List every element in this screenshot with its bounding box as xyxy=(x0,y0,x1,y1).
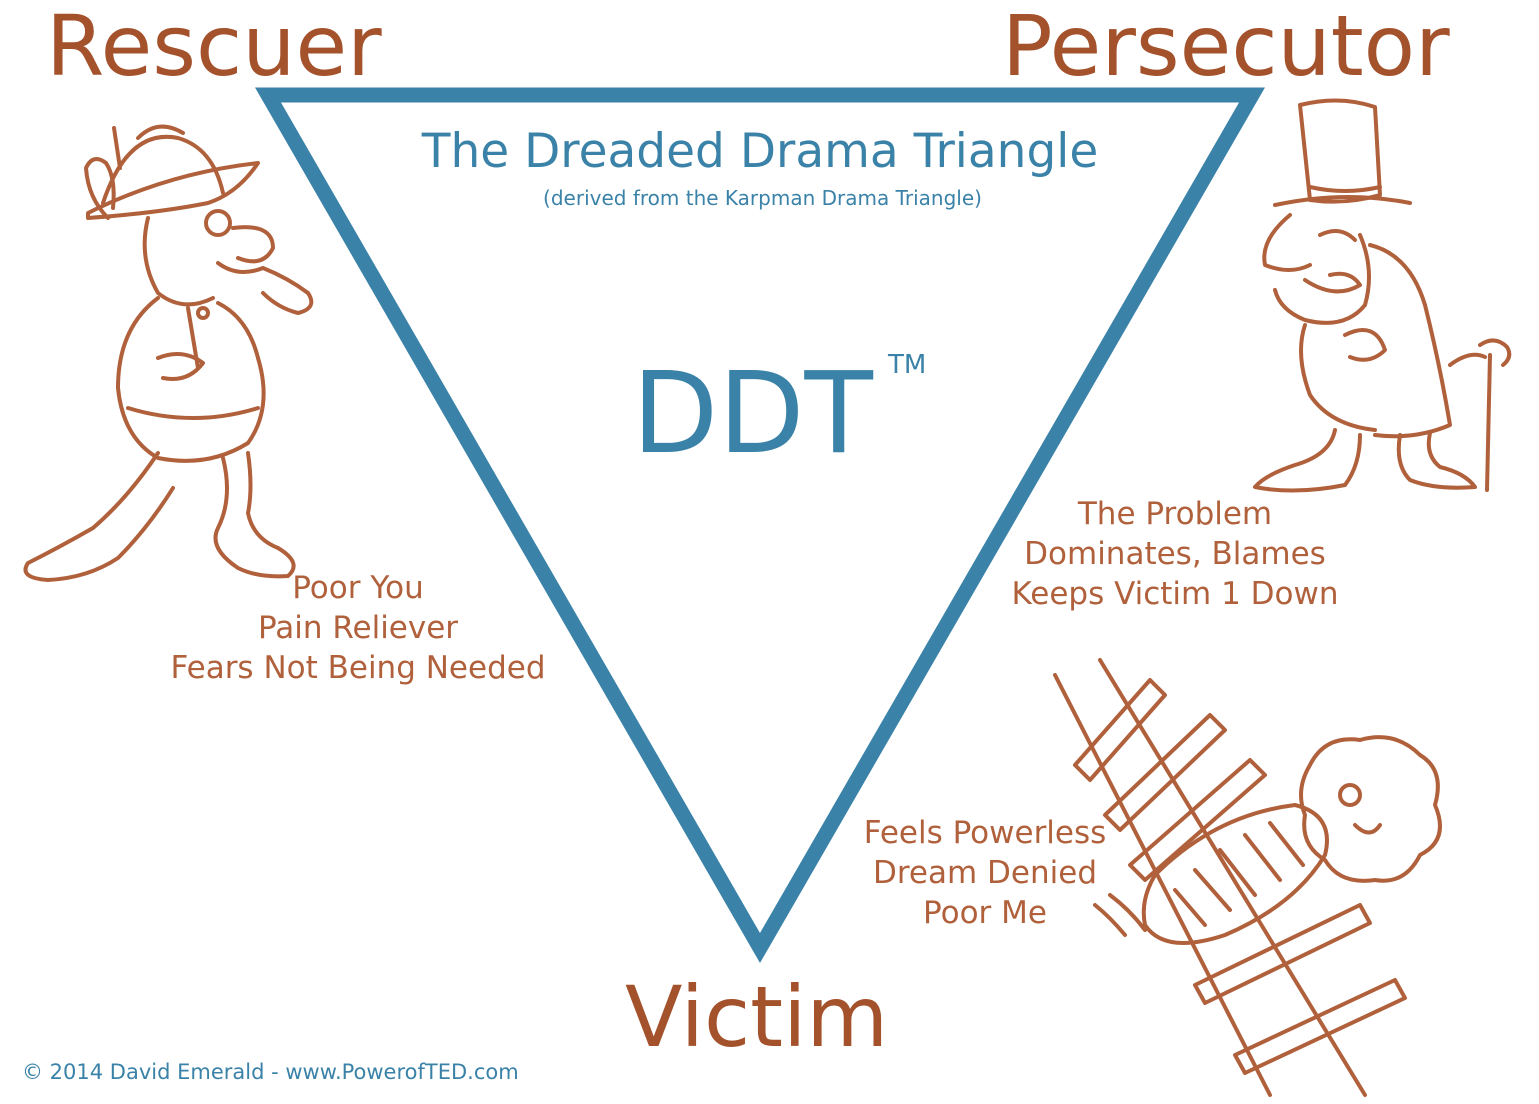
rescuer-desc-line: Pain Reliever xyxy=(120,608,596,648)
persecutor-desc-line: Dominates, Blames xyxy=(975,534,1375,574)
victim-figure xyxy=(1035,655,1520,1100)
persecutor-label: Persecutor xyxy=(1002,4,1450,88)
ddt-acronym: DDT xyxy=(632,358,873,470)
persecutor-figure xyxy=(1235,95,1535,500)
footer-copyright: © 2014 David Emerald - www.PowerofTED.co… xyxy=(22,1062,519,1083)
persecutor-desc-line: The Problem xyxy=(975,494,1375,534)
persecutor-desc-line: Keeps Victim 1 Down xyxy=(975,574,1375,614)
persecutor-description: The Problem Dominates, Blames Keeps Vict… xyxy=(975,494,1375,614)
rescuer-figure xyxy=(8,108,328,598)
rescuer-desc-line: Fears Not Being Needed xyxy=(120,648,596,688)
victim-label: Victim xyxy=(625,975,888,1059)
rescuer-label: Rescuer xyxy=(46,4,382,88)
trademark-mark: TM xyxy=(888,352,926,378)
